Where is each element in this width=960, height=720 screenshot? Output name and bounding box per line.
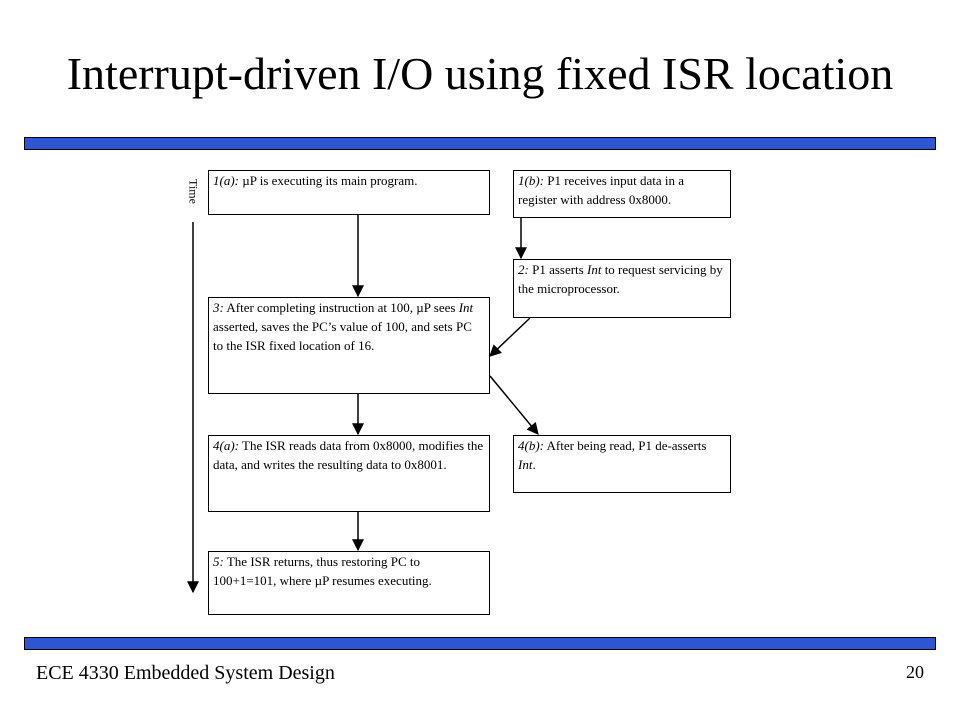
step-3-box: 3: After completing instruction at 100, … <box>208 297 490 394</box>
step-4a-box: 4(a): The ISR reads data from 0x8000, mo… <box>208 435 490 512</box>
step-2-text-b: to request servicing by the microprocess… <box>518 262 723 296</box>
step-2-number: 2: <box>518 262 529 277</box>
slide-title: Interrupt-driven I/O using fixed ISR loc… <box>66 48 894 99</box>
step-2-int: Int <box>586 262 602 277</box>
step-4a-text: The ISR reads data from 0x8000, modifies… <box>213 438 484 472</box>
step-1b-box: 1(b): P1 receives input data in a regist… <box>513 170 731 218</box>
arrow-2-to-3 <box>489 317 531 357</box>
step-1a-number: 1(a): <box>213 173 239 188</box>
step-4b-int: Int <box>518 457 533 472</box>
step-3-text-b: asserted, saves the PC’s value of 100, a… <box>213 319 472 353</box>
step-1a-box: 1(a): µP is executing its main program. <box>208 170 490 215</box>
step-2-text-a: P1 asserts <box>528 262 587 277</box>
step-2-box: 2: P1 asserts Int to request servicing b… <box>513 259 731 318</box>
step-3-number: 3: <box>213 300 224 315</box>
step-5-text: The ISR returns, thus restoring PC to 10… <box>213 554 432 588</box>
top-rule <box>24 137 936 150</box>
step-4b-text-b: . <box>532 457 536 472</box>
step-4a-number: 4(a): <box>213 438 239 453</box>
step-4b-text-a: After being read, P1 de-asserts <box>544 438 707 453</box>
step-5-box: 5: The ISR returns, thus restoring PC to… <box>208 551 490 615</box>
arrow-3-to-4b <box>489 375 539 435</box>
step-3-int: Int <box>458 300 474 315</box>
step-3-text-a: After completing instruction at 100, µP … <box>223 300 459 315</box>
step-1b-number: 1(b): <box>518 173 544 188</box>
bottom-rule <box>24 637 936 650</box>
page-number: 20 <box>906 662 924 682</box>
step-4b-number: 4(b): <box>518 438 544 453</box>
course-footer: ECE 4330 Embedded System Design <box>36 662 335 684</box>
step-4b-box: 4(b): After being read, P1 de-asserts In… <box>513 435 731 493</box>
step-1a-text: µP is executing its main program. <box>239 173 418 188</box>
step-5-number: 5: <box>213 554 224 569</box>
step-1b-text: P1 receives input data in a register wit… <box>518 173 685 207</box>
